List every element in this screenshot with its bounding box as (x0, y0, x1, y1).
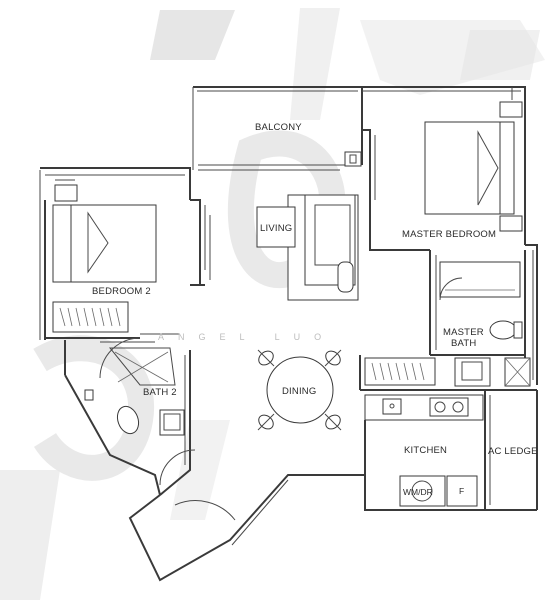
label-dining: DINING (282, 386, 316, 397)
label-ac-ledge: AC LEDGE (488, 446, 538, 457)
doors (99, 277, 463, 521)
watermark-text: ANGEL LUO (158, 332, 335, 342)
label-living: LIVING (260, 223, 292, 234)
label-bedroom-2: BEDROOM 2 (92, 286, 151, 297)
kitchen-counter (364, 357, 484, 421)
internal-walls (45, 129, 537, 510)
outer-walls (39, 86, 538, 582)
label-master-bedroom: MASTER BEDROOM (402, 229, 496, 240)
label-fridge: F (459, 486, 464, 496)
living-sofa (287, 194, 359, 301)
label-kitchen: KITCHEN (404, 445, 447, 456)
label-master-bath-2: BATH (451, 338, 476, 349)
kitchen-appliances (399, 475, 478, 507)
bedroom2-bed (52, 184, 157, 283)
master-bath-fixtures (439, 261, 531, 387)
bedroom2-wardrobe (52, 301, 129, 333)
dining-set (257, 349, 342, 431)
label-master-bath-1: MASTER (443, 327, 484, 338)
label-bath-2: BATH 2 (143, 387, 177, 398)
bath2-fixtures (84, 347, 185, 436)
master-bed (424, 101, 523, 232)
label-balcony: BALCONY (255, 122, 302, 133)
living-console (256, 206, 296, 248)
label-wm-dr: WM/DR (403, 487, 433, 497)
